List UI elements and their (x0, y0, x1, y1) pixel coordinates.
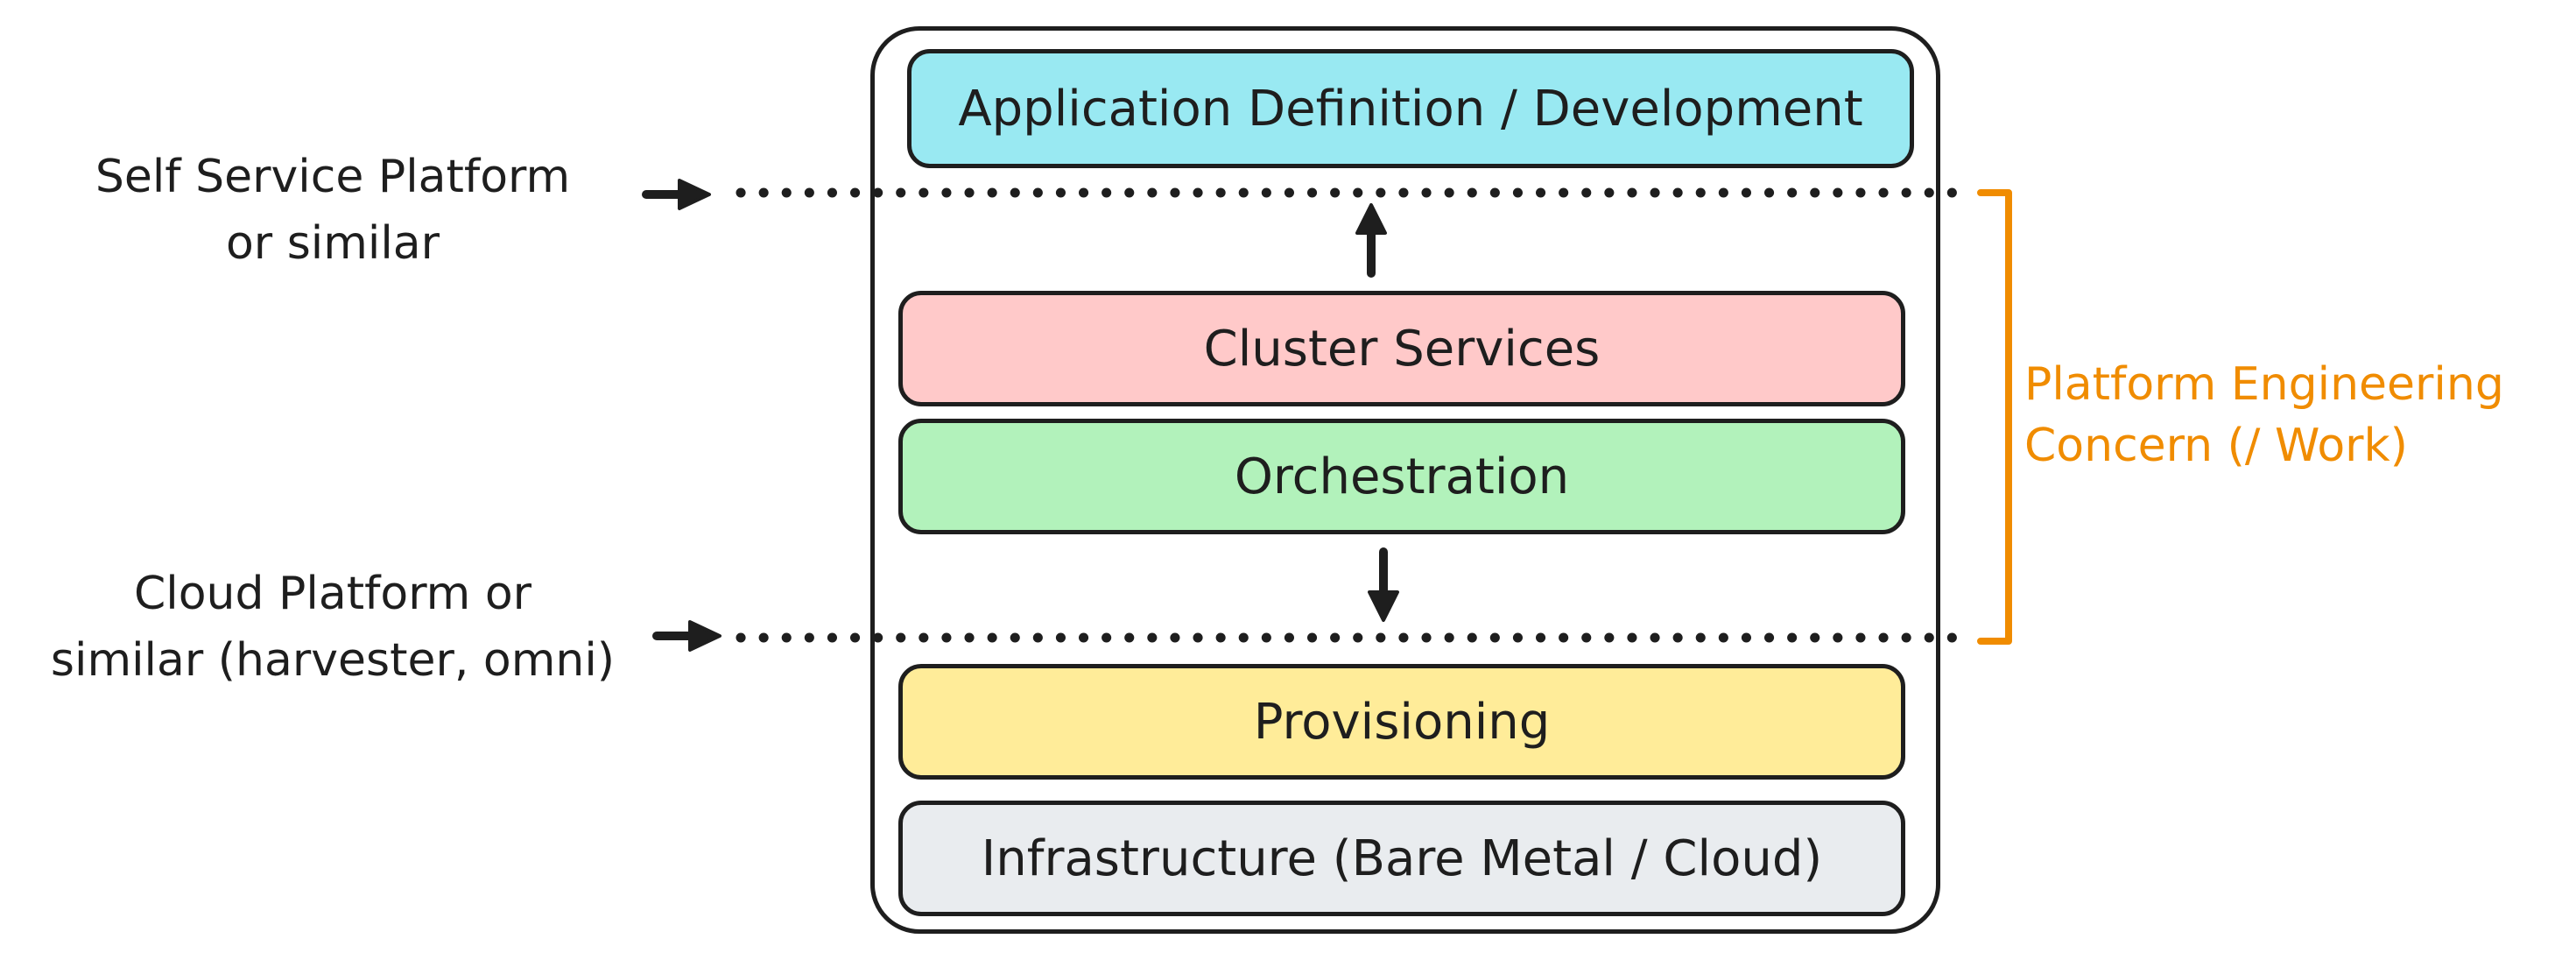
layer-application-definition-label: Application Definition / Development (958, 80, 1863, 138)
platform-engineering-concern-line1: Platform Engineering (2024, 358, 2504, 411)
layer-provisioning: Provisioning (898, 664, 1905, 780)
self-service-arrow-icon (642, 179, 711, 210)
platform-engineering-bracket (1977, 189, 2012, 645)
self-service-platform-label: Self Service Platform or similar (35, 144, 630, 277)
layer-cluster-services: Cluster Services (898, 291, 1905, 406)
layer-application-definition: Application Definition / Development (907, 49, 1914, 168)
self-service-platform-label-line2: or similar (225, 217, 440, 270)
self-service-platform-label-line1: Self Service Platform (95, 151, 571, 203)
layer-infrastructure: Infrastructure (Bare Metal / Cloud) (898, 801, 1905, 916)
cloud-platform-label: Cloud Platform or similar (harvester, om… (18, 561, 648, 694)
arrow-down-icon (1368, 547, 1399, 622)
layer-orchestration: Orchestration (898, 419, 1905, 534)
cloud-platform-label-line1: Cloud Platform or (133, 568, 532, 620)
layer-cluster-services-label: Cluster Services (1203, 320, 1601, 378)
layer-provisioning-label: Provisioning (1253, 693, 1551, 751)
arrow-up-icon (1355, 203, 1387, 278)
platform-engineering-concern-line2: Concern (/ Work) (2024, 420, 2408, 472)
cloud-platform-label-line2: similar (harvester, omni) (50, 634, 616, 687)
cloud-platform-arrow-icon (652, 620, 721, 652)
platform-engineering-concern-label: Platform Engineering Concern (/ Work) (2024, 354, 2558, 476)
layer-infrastructure-label: Infrastructure (Bare Metal / Cloud) (981, 829, 1823, 887)
layer-orchestration-label: Orchestration (1234, 448, 1570, 505)
